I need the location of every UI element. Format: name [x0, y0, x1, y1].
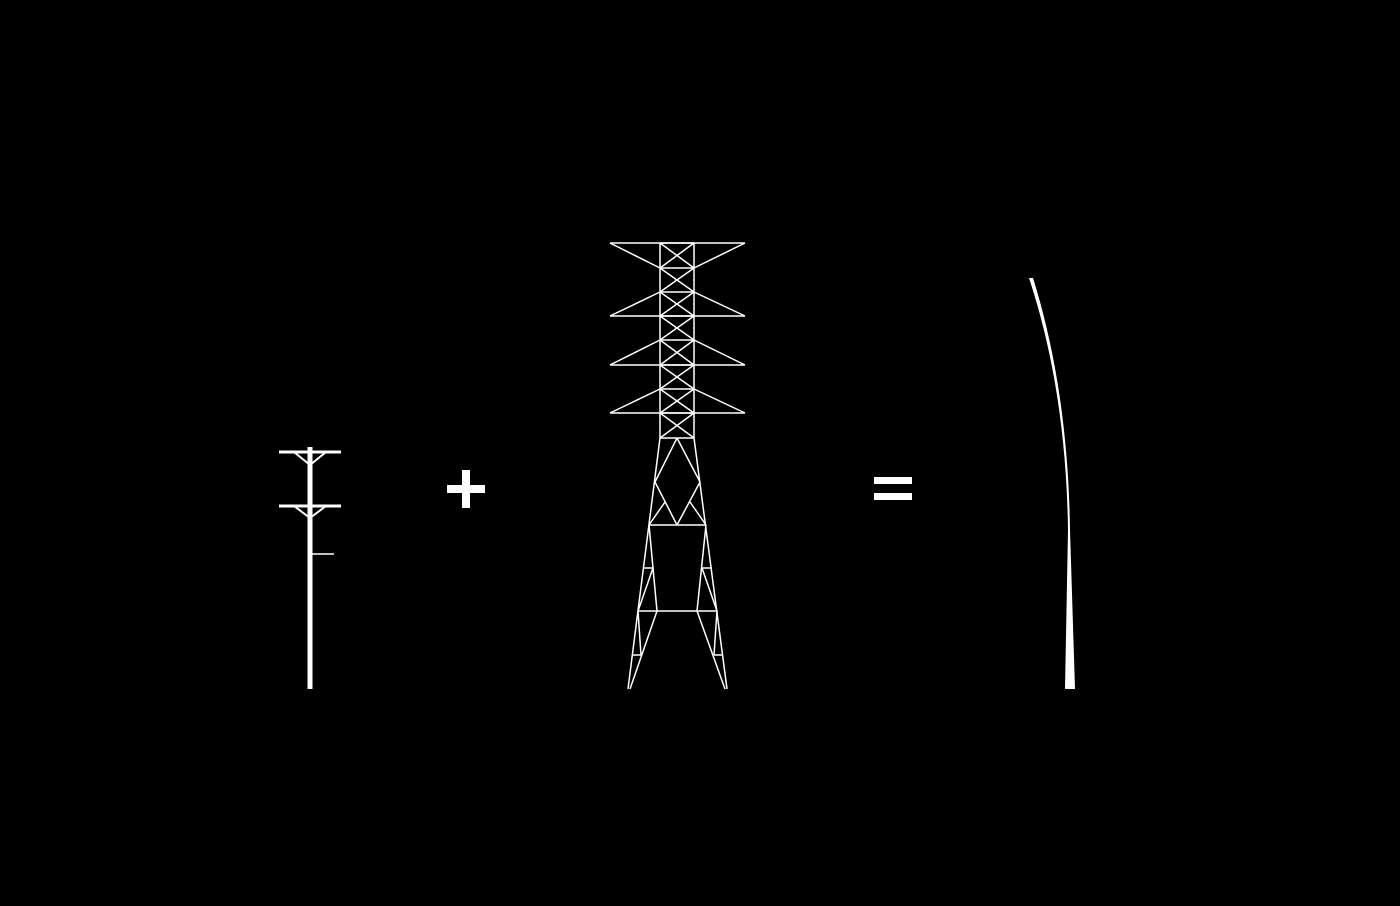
tower-crossarm-brace: [609, 388, 661, 414]
tower-brace: [696, 610, 726, 690]
tower-inner-leg: [637, 610, 642, 656]
tower-inner-leg: [713, 610, 718, 656]
tower-brace: [701, 567, 718, 612]
tower-cross-brace: [659, 242, 695, 269]
tower-diamond: [654, 437, 678, 483]
tower-brace: [629, 610, 658, 690]
tower-inner-leg: [696, 524, 707, 612]
utility-pole-icon: [279, 447, 341, 689]
tower-cross-brace: [659, 267, 695, 293]
tower-crossarm-brace: [693, 388, 746, 414]
curved-pole-icon: [1029, 278, 1075, 689]
equals-icon: [874, 477, 912, 500]
tower-brace: [689, 501, 707, 526]
tower-cross-brace: [659, 291, 695, 317]
tower-crossarm-brace: [609, 339, 661, 366]
tower-crossarm-brace: [693, 242, 746, 269]
tower-leg-left: [627, 437, 661, 690]
tower-diamond: [654, 481, 678, 526]
tower-brace: [637, 567, 654, 612]
tower-crossarm-brace: [609, 291, 661, 317]
tower-cross-brace: [659, 339, 695, 366]
tower-cross-brace: [659, 364, 695, 390]
tower-cross-brace: [659, 388, 695, 414]
tower-diamond: [676, 481, 701, 526]
tower-cross-brace: [659, 412, 695, 439]
transmission-tower-icon: [609, 242, 746, 690]
tower-diamond: [676, 437, 701, 483]
tower-crossarm-brace: [609, 242, 661, 269]
tower-crossarm-brace: [693, 339, 746, 366]
tower-brace: [648, 501, 666, 526]
plus-icon: [447, 470, 485, 508]
tower-cross-brace: [659, 315, 695, 341]
tower-crossarm-brace: [693, 291, 746, 317]
